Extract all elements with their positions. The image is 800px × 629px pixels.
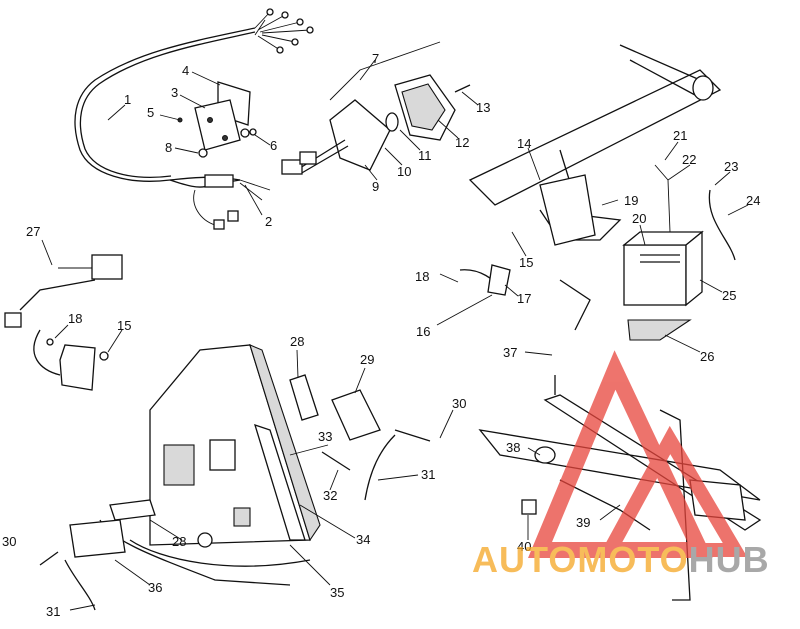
leader-lines [41, 41, 749, 611]
callout-31a: 31 [421, 467, 435, 482]
callout-29: 29 [360, 352, 374, 367]
callout-23: 23 [724, 159, 738, 174]
callout-22: 22 [682, 152, 696, 167]
callout-17: 17 [517, 291, 531, 306]
callout-21: 21 [673, 128, 687, 143]
callout-9: 9 [372, 179, 379, 194]
callout-36: 36 [148, 580, 162, 595]
callout-12: 12 [455, 135, 469, 150]
callout-27: 27 [26, 224, 40, 239]
callout-38: 38 [506, 440, 520, 455]
mounting-plate [39, 344, 431, 611]
callout-28b: 28 [172, 534, 186, 549]
watermark-logo: AUTOMOTOHUB [472, 350, 770, 580]
callout-28a: 28 [290, 334, 304, 349]
callout-1: 1 [124, 92, 131, 107]
mounting-bracket [177, 81, 257, 158]
callout-24: 24 [746, 193, 760, 208]
callout-26: 26 [700, 349, 714, 364]
callout-11: 11 [418, 148, 432, 163]
callout-19: 19 [624, 193, 638, 208]
callout-31b: 31 [46, 604, 60, 619]
callout-34: 34 [356, 532, 370, 547]
callout-37: 37 [503, 345, 517, 360]
wiring-harness [74, 8, 314, 230]
callout-25: 25 [722, 288, 736, 303]
callout-40: 40 [517, 539, 531, 554]
callout-16: 16 [416, 324, 430, 339]
callout-15a: 15 [519, 255, 533, 270]
callout-18b: 18 [68, 311, 82, 326]
callout-13: 13 [476, 100, 490, 115]
callout-30b: 30 [2, 534, 16, 549]
callout-8: 8 [165, 140, 172, 155]
coil-and-module [4, 254, 123, 391]
watermark-triangle-2-icon [598, 425, 748, 557]
callout-14: 14 [517, 136, 531, 151]
callout-35: 35 [330, 585, 344, 600]
callout-3: 3 [171, 85, 178, 100]
taillight-assembly [281, 74, 471, 175]
frame-and-battery [459, 44, 736, 341]
callout-20: 20 [632, 211, 646, 226]
callout-4: 4 [182, 63, 189, 78]
callout-10: 10 [397, 164, 411, 179]
callout-6: 6 [270, 138, 277, 153]
callout-2: 2 [265, 214, 272, 229]
callout-5: 5 [147, 105, 154, 120]
callout-15b: 15 [117, 318, 131, 333]
watermark-text: AUTOMOTOHUB [472, 539, 770, 580]
callout-labels: 1 2 3 4 5 6 7 8 9 10 11 12 13 14 15 15 1… [2, 51, 760, 619]
callout-39: 39 [576, 515, 590, 530]
callout-18a: 18 [415, 269, 429, 284]
callout-7: 7 [372, 51, 379, 66]
callout-32: 32 [323, 488, 337, 503]
callout-30a: 30 [452, 396, 466, 411]
callout-33: 33 [318, 429, 332, 444]
